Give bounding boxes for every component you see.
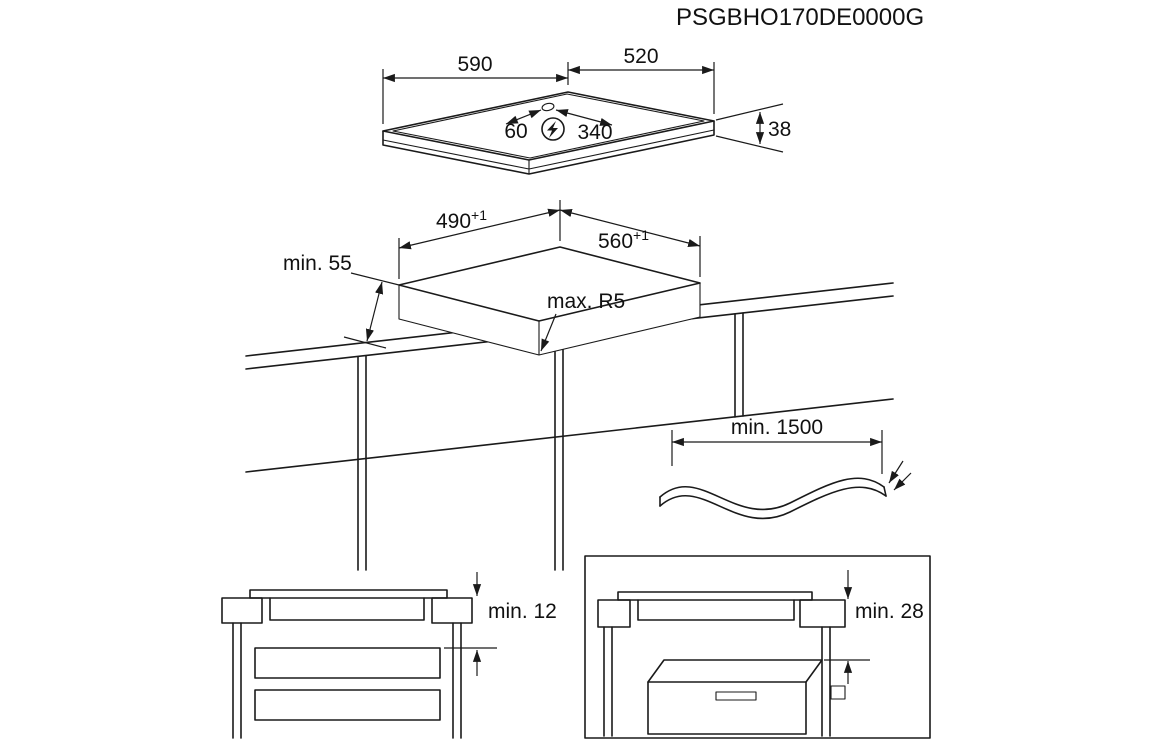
front-clearance-dimension: min. 55 <box>283 252 400 349</box>
cutout-width-dim-label: 490+1 <box>436 207 487 233</box>
cable-hole-position-dimensions: 60 340 <box>504 109 613 144</box>
hob-isometric-view: 590 520 60 340 38 <box>382 45 791 175</box>
cabinet-sides <box>232 622 462 739</box>
hob-body-profile-2 <box>637 599 795 621</box>
worktop-cutout <box>398 246 701 356</box>
cabinet-left-side <box>603 626 613 737</box>
cable-hole-span-dim-label: 340 <box>577 121 612 144</box>
hob-height-dim-label: 38 <box>768 118 791 141</box>
worktop-view: 490+1 560+1 min. 55 max. R5 <box>245 200 894 571</box>
worktop-profile <box>221 597 473 624</box>
cable-hole-offset-dim-label: 60 <box>504 120 527 143</box>
hob-depth-dim-label: 520 <box>623 45 658 68</box>
drawers <box>254 647 441 721</box>
cutout-depth-dim-label: 560+1 <box>598 227 649 253</box>
worktop-profile-2 <box>597 599 846 628</box>
front-clearance-dim-label: min. 55 <box>283 252 352 275</box>
cutout-depth-dimension: 560+1 <box>559 208 701 277</box>
power-connection-icon <box>541 117 565 141</box>
oven-handle <box>715 691 757 701</box>
mains-cable-drawing: min. 1500 <box>659 416 912 520</box>
hob-glass-profile <box>249 589 448 599</box>
product-code-label: PSGBHO170DE0000G <box>676 4 924 31</box>
cable-exit-hole <box>541 102 555 112</box>
hob-glass-edge <box>392 93 705 159</box>
cabinet-rail-line <box>245 398 894 473</box>
oven-clearance-dim-label: min. 28 <box>855 600 924 623</box>
hob-width-dimension: 590 <box>382 53 569 124</box>
drawer-clearance-section: min. 12 <box>221 572 557 739</box>
hob-glass-profile-2 <box>617 591 813 601</box>
cutout-depth-walls <box>398 282 701 356</box>
section-frame <box>584 555 931 739</box>
cabinet-legs <box>357 312 744 571</box>
cable-length-dimension: min. 1500 <box>671 416 883 474</box>
hob-width-dim-label: 590 <box>457 53 492 76</box>
corner-radius-dim-label: max. R5 <box>547 290 625 313</box>
mains-cable <box>659 460 912 520</box>
hob-depth-dimension: 520 <box>568 45 715 114</box>
hob-body-rim <box>382 129 715 175</box>
cable-length-dim-label: min. 1500 <box>731 416 823 439</box>
oven-clearance-dimension: min. 28 <box>824 570 924 684</box>
drawer-clearance-dimension: min. 12 <box>444 572 557 676</box>
oven-clearance-section: min. 28 <box>584 555 931 739</box>
cabinet-right-side <box>821 626 831 737</box>
fixing-bracket <box>830 685 846 700</box>
hob-body-profile <box>269 597 425 621</box>
hob-height-dimension: 38 <box>715 103 791 153</box>
drawer-clearance-dim-label: min. 12 <box>488 600 557 623</box>
corner-radius-annotation: max. R5 <box>540 290 625 352</box>
built-under-oven <box>647 659 846 735</box>
cutout-width-dimension: 490+1 <box>398 200 561 279</box>
